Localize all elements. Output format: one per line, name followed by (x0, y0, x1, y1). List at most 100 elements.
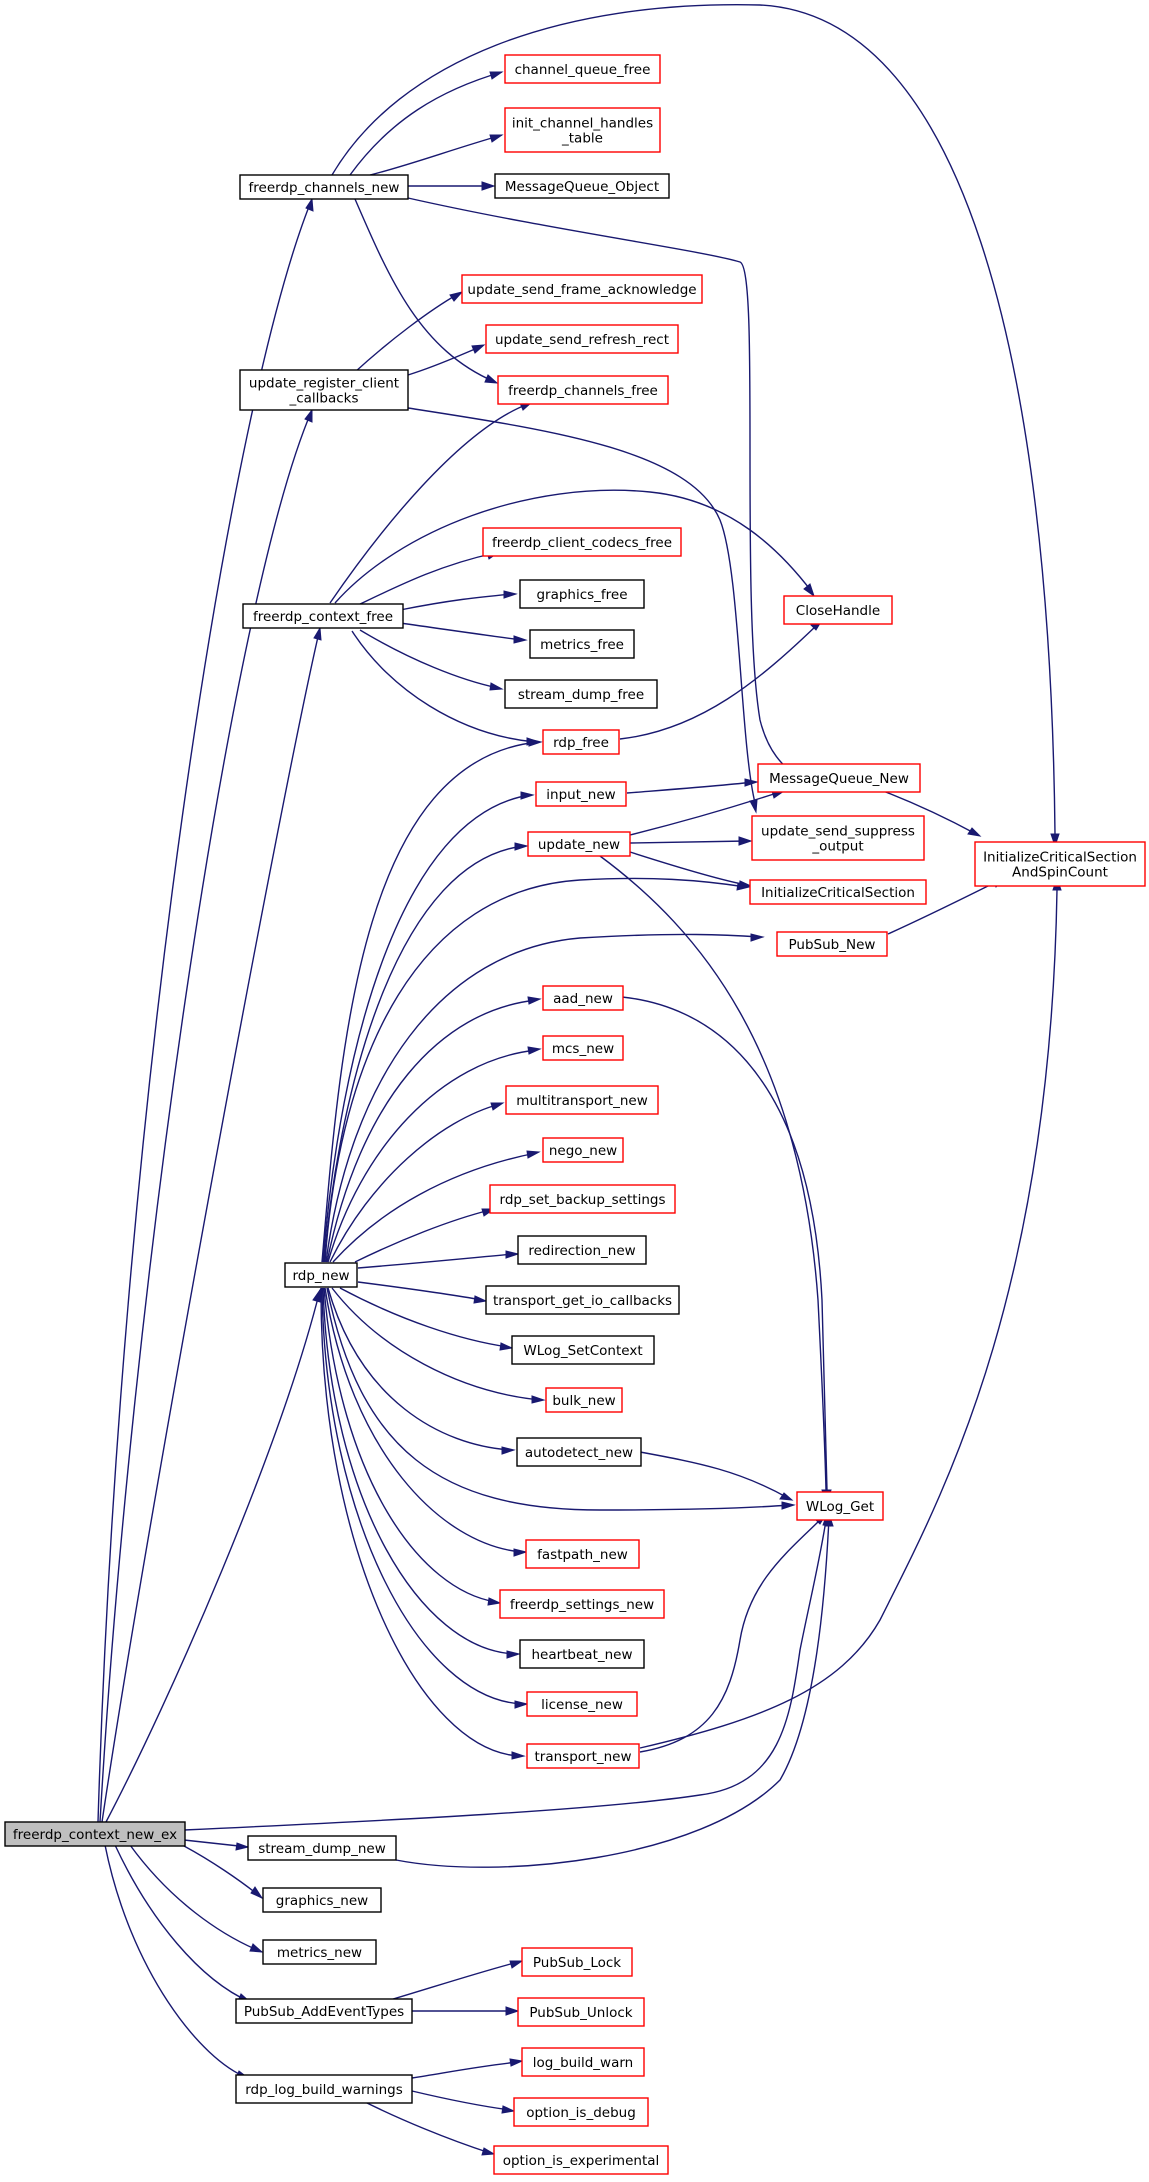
node-gnew[interactable]: graphics_new (262, 1887, 382, 1913)
node-psaet[interactable]: PubSub_AddEventTypes (235, 1998, 413, 2024)
node-rlbw[interactable]: rdp_log_build_warnings (235, 2074, 413, 2104)
node-urcc[interactable]: update_register_client_callbacks (239, 369, 409, 411)
node-oid[interactable]: option_is_debug (513, 2097, 649, 2127)
node-inputnew[interactable]: input_new (535, 781, 627, 807)
node-label: mcs_new (552, 1041, 614, 1057)
node-mt[interactable]: multitransport_new (505, 1085, 659, 1115)
node-sdfree[interactable]: stream_dump_free (504, 679, 658, 709)
node-gfree[interactable]: graphics_free (519, 579, 645, 609)
node-box (485, 1285, 680, 1315)
node-label: AndSpinCount (1012, 865, 1108, 881)
node-updnew[interactable]: update_new (527, 831, 631, 857)
node-fccf[interactable]: freerdp_client_codecs_free (482, 527, 682, 557)
node-rdpfree[interactable]: rdp_free (542, 729, 620, 755)
node-tgio[interactable]: transport_get_io_callbacks (485, 1285, 680, 1315)
node-box (516, 1437, 642, 1467)
edge-rlbw-oie (354, 2096, 496, 2156)
edge-rdpnew-fsn (323, 1287, 502, 1606)
node-label: InitializeCriticalSection (761, 885, 915, 901)
node-fsn[interactable]: freerdp_settings_new (499, 1589, 665, 1619)
node-box (504, 107, 661, 153)
node-ussupp[interactable]: update_send_suppress_output (751, 815, 925, 861)
node-chfree[interactable]: freerdp_channels_free (497, 375, 669, 405)
edge-ctxfree-metrics-free (399, 622, 528, 644)
node-close[interactable]: CloseHandle (783, 595, 893, 625)
node-box (783, 595, 893, 625)
node-box (493, 2145, 669, 2175)
node-box (542, 1035, 624, 1061)
node-usrr[interactable]: update_send_refresh_rect (485, 324, 679, 354)
node-lbw[interactable]: log_build_warn (521, 2047, 645, 2077)
node-box (974, 841, 1146, 887)
node-wlget[interactable]: WLog_Get (796, 1491, 884, 1521)
node-label: freerdp_client_codecs_free (492, 535, 672, 551)
edge-rdpnew-tgio (357, 1281, 488, 1304)
node-nego[interactable]: nego_new (542, 1137, 624, 1163)
node-lic[interactable]: license_new (526, 1691, 638, 1717)
node-chqfree[interactable]: channel_queue_free (504, 54, 661, 84)
node-label: transport_get_io_callbacks (493, 1293, 672, 1309)
edge-root-stream-dump-new (183, 1839, 250, 1851)
node-label: graphics_new (276, 1893, 368, 1909)
node-box (511, 1335, 655, 1365)
edge-rdpnew-autod (327, 1287, 516, 1455)
node-initch[interactable]: init_channel_handles_table (504, 107, 661, 153)
node-label: PubSub_Lock (533, 1955, 621, 1971)
node-hb[interactable]: heartbeat_new (519, 1639, 645, 1669)
node-mqobj[interactable]: MessageQueue_Object (494, 173, 670, 199)
node-label: _table (561, 131, 603, 147)
node-box (542, 1137, 624, 1163)
call-edges (97, 4, 1062, 2156)
node-sdnew[interactable]: stream_dump_new (247, 1835, 397, 1861)
node-box (776, 931, 888, 957)
node-psunlock[interactable]: PubSub_Unlock (517, 1997, 645, 2027)
node-ics[interactable]: InitializeCriticalSection (749, 879, 927, 905)
node-box (482, 527, 682, 557)
edge-rdpnew-rsbs (354, 1208, 496, 1263)
node-box (519, 579, 645, 609)
node-rdpnew[interactable]: rdp_new (284, 1262, 358, 1288)
edge-register-refresh-rect (407, 344, 486, 376)
node-box (757, 763, 921, 793)
node-tnew[interactable]: transport_new (526, 1743, 640, 1769)
node-box (526, 1691, 638, 1717)
node-redir[interactable]: redirection_new (517, 1235, 647, 1265)
node-label: multitransport_new (516, 1093, 648, 1109)
node-oie[interactable]: option_is_experimental (493, 2145, 669, 2175)
edge-rdpnew-aad (326, 996, 542, 1263)
node-fastp[interactable]: fastpath_new (525, 1539, 640, 1569)
node-aad[interactable]: aad_new (542, 985, 624, 1011)
node-pslock[interactable]: PubSub_Lock (521, 1947, 633, 1977)
edge-psaet-lock (389, 1960, 524, 2001)
node-label: channel_queue_free (515, 62, 651, 78)
node-mqnew[interactable]: MessageQueue_New (757, 763, 921, 793)
node-mnew[interactable]: metrics_new (262, 1939, 377, 1965)
node-label: metrics_free (540, 637, 624, 653)
edge-root-rdp-new (105, 1288, 321, 1823)
node-label: freerdp_channels_free (508, 383, 658, 399)
node-box (461, 274, 703, 304)
node-psnew[interactable]: PubSub_New (776, 931, 888, 957)
node-mfree[interactable]: metrics_free (529, 629, 635, 659)
node-root[interactable]: freerdp_context_new_ex (4, 1821, 186, 1847)
edge-register-frame-ack (354, 291, 464, 373)
node-label: graphics_free (536, 587, 627, 603)
edge-channels-init-handles (369, 134, 504, 176)
edge-rdpnew-rdpfree (321, 738, 543, 1263)
node-mcs[interactable]: mcs_new (542, 1035, 624, 1061)
edge-root-log-build-warnings (104, 1844, 250, 2079)
node-usfa[interactable]: update_send_frame_acknowledge (461, 274, 703, 304)
node-label: update_send_suppress (761, 824, 915, 840)
node-label: init_channel_handles (512, 116, 653, 132)
node-label: transport_new (534, 1749, 631, 1765)
node-rsbs[interactable]: rdp_set_backup_settings (489, 1184, 676, 1214)
edge-rdpnew-bulk (331, 1287, 546, 1404)
node-ctxfree[interactable]: freerdp_context_free (242, 603, 404, 629)
node-box (494, 173, 670, 199)
node-chnew[interactable]: freerdp_channels_new (239, 174, 409, 200)
node-autod[interactable]: autodetect_new (516, 1437, 642, 1467)
node-bulk[interactable]: bulk_new (545, 1387, 623, 1413)
node-wlsc[interactable]: WLog_SetContext (511, 1335, 655, 1365)
node-label: update_register_client (249, 376, 399, 392)
